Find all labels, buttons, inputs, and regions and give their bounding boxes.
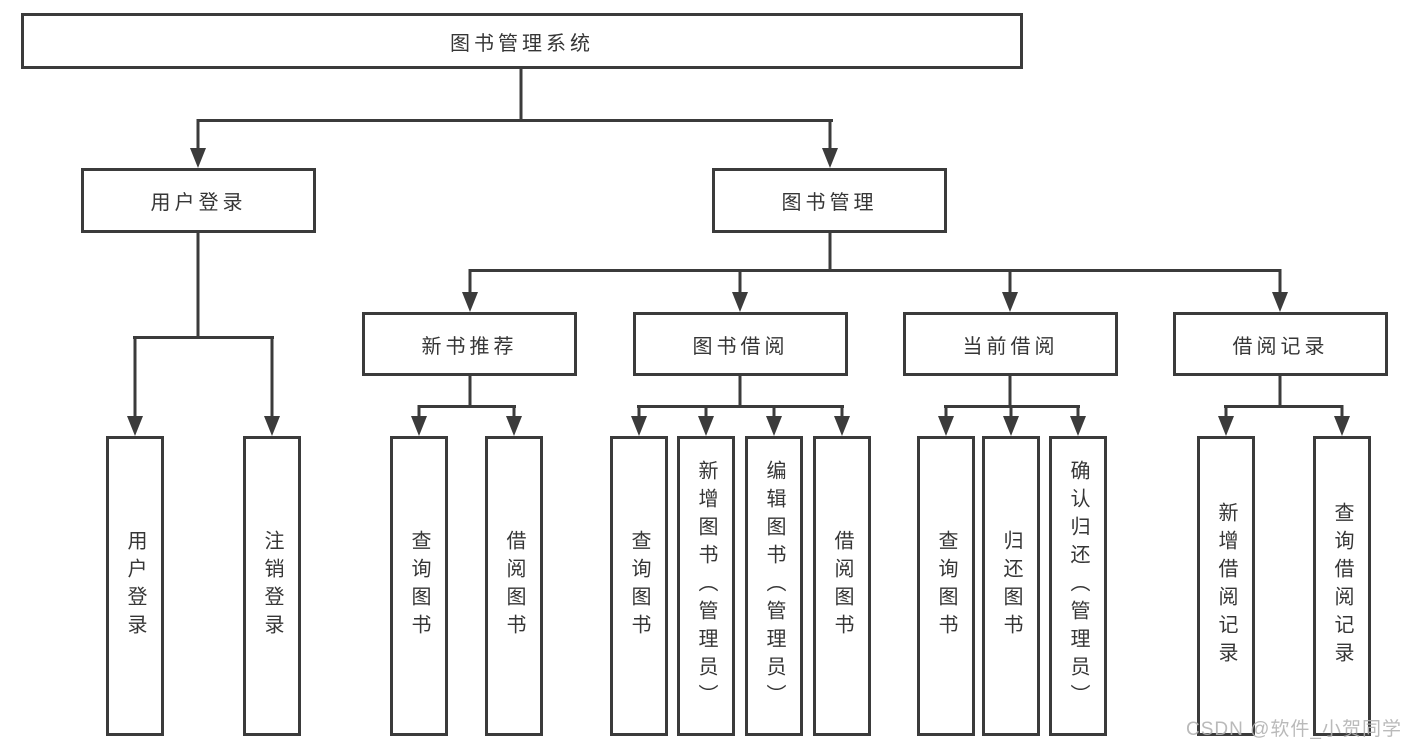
leaf-label: 借阅图书 bbox=[503, 530, 525, 642]
leaf-box-add-borrow-record: 新增借阅记录 bbox=[1197, 436, 1255, 736]
new-rec-label: 新书推荐 bbox=[421, 335, 518, 358]
connector-root-stem bbox=[519, 68, 523, 120]
arrow-rec-leaf-1 bbox=[411, 405, 427, 436]
book-borrow-label: 图书借阅 bbox=[692, 335, 789, 358]
borrow-records-label: 借阅记录 bbox=[1232, 335, 1329, 358]
arrow-borrow-leaf-3 bbox=[766, 405, 782, 436]
arrow-rec-leaf-2 bbox=[506, 405, 522, 436]
root-box-library-system: 图书管理系统 bbox=[21, 13, 1023, 69]
leaf-label: 编辑图书（管理员） bbox=[763, 460, 785, 712]
connector-rec-bar bbox=[418, 405, 516, 408]
branch-box-current-borrow: 当前借阅 bbox=[903, 312, 1118, 376]
arrow-to-book-mgmt bbox=[822, 119, 838, 168]
arrow-current-leaf-1 bbox=[938, 405, 954, 436]
connector-user-bar bbox=[133, 336, 274, 339]
connector-mgmt-stem bbox=[828, 233, 832, 271]
arrow-to-new-rec bbox=[462, 269, 478, 312]
leaf-label: 注销登录 bbox=[261, 530, 283, 642]
leaf-label: 确认归还（管理员） bbox=[1067, 460, 1089, 712]
leaf-label: 查询图书 bbox=[628, 530, 650, 642]
leaf-label: 查询图书 bbox=[935, 530, 957, 642]
arrow-to-book-borrow bbox=[732, 269, 748, 312]
leaf-box-add-books-admin: 新增图书（管理员） bbox=[677, 436, 735, 736]
csdn-watermark: CSDN @软件_小贺同学 bbox=[1186, 719, 1402, 740]
leaf-label: 新增借阅记录 bbox=[1215, 502, 1237, 670]
connector-borrow-bar bbox=[637, 405, 844, 408]
arrow-records-leaf-1 bbox=[1218, 405, 1234, 436]
leaf-label: 查询图书 bbox=[408, 530, 430, 642]
leaf-label: 用户登录 bbox=[124, 530, 146, 642]
leaf-box-rec-borrow-books: 借阅图书 bbox=[485, 436, 543, 736]
leaf-box-borrow-borrow-books: 借阅图书 bbox=[813, 436, 871, 736]
user-login-label: 用户登录 bbox=[150, 192, 247, 214]
arrow-to-user-login bbox=[190, 119, 206, 168]
leaf-box-edit-books-admin: 编辑图书（管理员） bbox=[745, 436, 803, 736]
arrow-to-user-login-leaf bbox=[127, 336, 143, 436]
arrow-to-borrow-records bbox=[1272, 269, 1288, 312]
arrow-current-leaf-3 bbox=[1070, 405, 1086, 436]
book-mgmt-label: 图书管理 bbox=[781, 192, 878, 214]
leaf-label: 新增图书（管理员） bbox=[695, 460, 717, 712]
current-borrow-label: 当前借阅 bbox=[962, 335, 1059, 358]
arrow-records-leaf-2 bbox=[1334, 405, 1350, 436]
branch-box-book-borrow: 图书借阅 bbox=[633, 312, 848, 376]
branch-box-book-mgmt: 图书管理 bbox=[712, 168, 947, 233]
leaf-box-user-login: 用户登录 bbox=[106, 436, 164, 736]
arrow-borrow-leaf-4 bbox=[834, 405, 850, 436]
leaf-box-current-query-books: 查询图书 bbox=[917, 436, 975, 736]
connector-records-stem bbox=[1278, 376, 1282, 407]
branch-box-user-login: 用户登录 bbox=[81, 168, 316, 233]
arrow-borrow-leaf-1 bbox=[631, 405, 647, 436]
connector-rec-stem bbox=[468, 376, 472, 407]
branch-box-borrow-records: 借阅记录 bbox=[1173, 312, 1388, 376]
connector-current-stem bbox=[1008, 376, 1012, 407]
connector-mgmt-bar bbox=[470, 269, 1281, 272]
leaf-box-logout: 注销登录 bbox=[243, 436, 301, 736]
arrow-to-logout-leaf bbox=[264, 336, 280, 436]
leaf-box-confirm-return-admin: 确认归还（管理员） bbox=[1049, 436, 1107, 736]
connector-user-stem bbox=[196, 232, 200, 338]
arrow-to-current-borrow bbox=[1002, 269, 1018, 312]
leaf-label: 查询借阅记录 bbox=[1331, 502, 1353, 670]
arrow-borrow-leaf-2 bbox=[698, 405, 714, 436]
connector-borrow-stem bbox=[738, 376, 742, 407]
root-label: 图书管理系统 bbox=[450, 32, 594, 55]
arrow-current-leaf-2 bbox=[1003, 405, 1019, 436]
leaf-label: 归还图书 bbox=[1000, 530, 1022, 642]
branch-box-new-rec: 新书推荐 bbox=[362, 312, 577, 376]
leaf-box-return-books: 归还图书 bbox=[982, 436, 1040, 736]
connector-root-bar bbox=[197, 119, 833, 122]
leaf-label: 借阅图书 bbox=[831, 530, 853, 642]
leaf-box-query-borrow-record: 查询借阅记录 bbox=[1313, 436, 1371, 736]
leaf-box-rec-query-books: 查询图书 bbox=[390, 436, 448, 736]
connector-records-bar bbox=[1224, 405, 1343, 408]
leaf-box-borrow-query-books: 查询图书 bbox=[610, 436, 668, 736]
